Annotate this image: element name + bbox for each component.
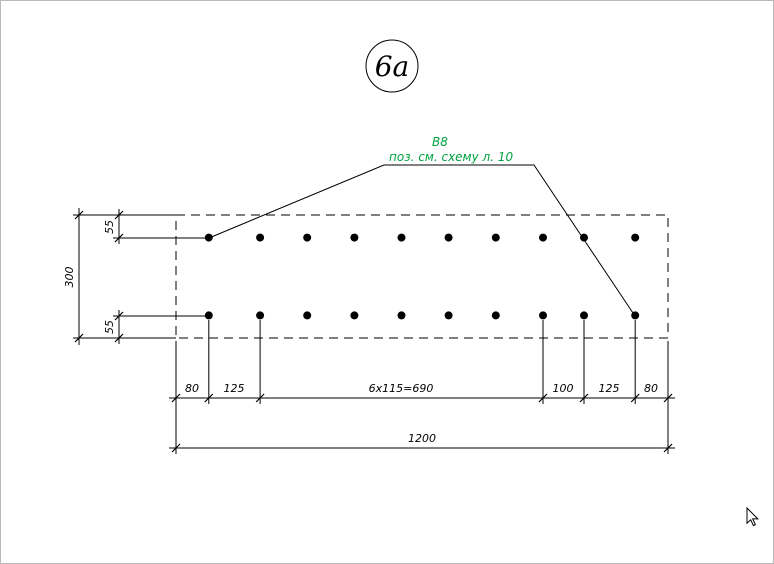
dimension-tick [663, 393, 673, 403]
rebar-dot [580, 311, 588, 320]
dimension-label-edge-bottom: 55 [103, 320, 116, 334]
dimension-tick [74, 210, 84, 220]
rebar-dot [204, 233, 213, 242]
rebar-dot [631, 233, 640, 242]
dimension-tick [579, 393, 589, 403]
dimension-tick [114, 311, 124, 321]
dimension-label-125-right: 125 [599, 382, 620, 395]
dimension-label-125-left: 125 [224, 382, 245, 395]
dimension-tick [255, 393, 265, 403]
rebar-dot [350, 311, 359, 320]
cursor-arrow-icon [746, 506, 759, 527]
dimension-label-100: 100 [553, 382, 574, 395]
bottom-dimension-group: 80 125 6x115=690 100 125 80 [169, 320, 675, 454]
rebar-dot [350, 233, 359, 242]
dimension-tick [74, 333, 84, 343]
rebar-dot [539, 233, 547, 242]
rebar-dot [303, 233, 312, 242]
rebar-dot [580, 233, 588, 242]
dimension-label-80-left: 80 [185, 382, 199, 395]
rebar-dots [204, 233, 640, 320]
callout-circle [365, 39, 419, 93]
annotation-reference-label: поз. см. схему л. 10 [389, 150, 513, 164]
dimension-label-width-total: 1200 [408, 432, 436, 445]
dimension-tick [114, 333, 124, 343]
dimension-label-80-right: 80 [644, 382, 658, 395]
dimension-tick [663, 443, 673, 453]
mouse-cursor [746, 506, 759, 527]
rebar-dot [397, 311, 406, 320]
rebar-dot [303, 311, 312, 320]
rebar-dot [491, 233, 500, 242]
dimension-tick [171, 443, 181, 453]
overall-dimension-group: 1200 [169, 432, 675, 453]
callout: 6а [365, 39, 419, 93]
rebar-dot [397, 233, 406, 242]
leader-line [208, 164, 636, 317]
dimension-tick [171, 393, 181, 403]
rebar-dot [444, 311, 453, 320]
dimension-tick [630, 393, 640, 403]
rebar-dot [444, 233, 453, 242]
dimension-tick [538, 393, 548, 403]
rebar-dot [256, 233, 265, 242]
dimension-tick [114, 210, 124, 220]
annotation-position-label: В8 [432, 135, 448, 149]
callout-label: 6а [375, 50, 410, 83]
panel-outline [175, 214, 669, 339]
dimension-tick [204, 393, 214, 403]
rebar-dot [256, 311, 265, 320]
rebar-dot [539, 311, 547, 320]
left-dimension-group: 300 55 55 [63, 208, 205, 345]
dimension-label-height-total: 300 [63, 267, 76, 288]
dimension-tick [114, 233, 124, 243]
dimension-label-edge-top: 55 [103, 220, 116, 234]
dimension-label-spacing: 6x115=690 [369, 382, 434, 395]
rebar-dot [204, 311, 213, 320]
rebar-dot [491, 311, 500, 320]
